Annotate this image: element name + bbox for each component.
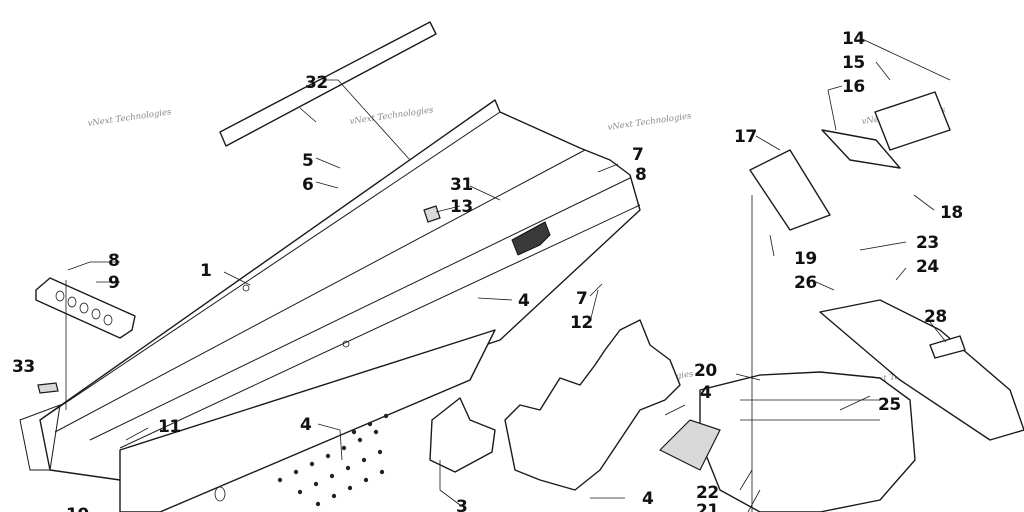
decal-28 <box>929 335 966 359</box>
callout-5: 5 <box>302 151 313 171</box>
callout-31: 31 <box>450 175 473 195</box>
callout-7b: 7 <box>576 289 587 309</box>
callout-14: 14 <box>842 29 865 49</box>
snowflap-part <box>504 319 681 491</box>
taillight-assembly <box>749 91 951 231</box>
watermark-1: vNext Technologies <box>87 107 173 129</box>
watermark-3: vNext Technologies <box>607 111 693 133</box>
callout-16: 16 <box>842 77 865 97</box>
callout-15: 15 <box>842 53 865 73</box>
callout-19: 19 <box>794 249 817 269</box>
taillight-panel-28 <box>819 299 1024 441</box>
tunnel-hole-pattern <box>214 413 389 507</box>
callout-17: 17 <box>734 127 757 147</box>
callout-22: 22 <box>696 483 719 503</box>
rear-bumper-part <box>699 371 916 512</box>
callout-10: 10 <box>66 505 89 512</box>
callout-11: 11 <box>158 417 181 437</box>
callout-4d: 4 <box>700 383 712 403</box>
callout-12: 12 <box>570 313 593 333</box>
seat-strap-part <box>219 21 437 147</box>
callout-13: 13 <box>450 197 473 217</box>
callout-8b: 8 <box>635 165 646 185</box>
callout-4b: 4 <box>518 291 530 311</box>
callout-3: 3 <box>456 497 467 512</box>
callout-25: 25 <box>878 395 901 415</box>
callout-24: 24 <box>916 257 939 277</box>
watermark-2: vNext Technologies <box>349 105 435 127</box>
callout-7a: 7 <box>632 145 643 165</box>
callout-33: 33 <box>12 357 35 377</box>
callout-6: 6 <box>302 175 313 195</box>
callout-23: 23 <box>916 233 939 253</box>
decal-31 <box>511 221 551 256</box>
callout-21: 21 <box>696 501 719 512</box>
callout-labels: 32 5 6 31 13 1 8 9 33 11 10 4 3 4 4 4 7 … <box>12 29 963 512</box>
leader-lines <box>65 37 951 512</box>
callout-1: 1 <box>200 261 211 281</box>
callout-32: 32 <box>305 73 328 93</box>
callout-20: 20 <box>694 361 717 381</box>
decal-33 <box>37 382 59 394</box>
callout-4a: 4 <box>300 415 312 435</box>
callout-9: 9 <box>108 273 119 293</box>
callout-4c: 4 <box>642 489 654 509</box>
bracket-3 <box>429 397 496 473</box>
callout-26: 26 <box>794 273 817 293</box>
rear-bumper-step <box>658 419 721 471</box>
callout-28: 28 <box>924 307 947 327</box>
callout-8a: 8 <box>108 251 119 271</box>
bumper-block-13 <box>423 205 441 223</box>
callout-18: 18 <box>940 203 963 223</box>
heat-shield-part <box>35 277 136 339</box>
